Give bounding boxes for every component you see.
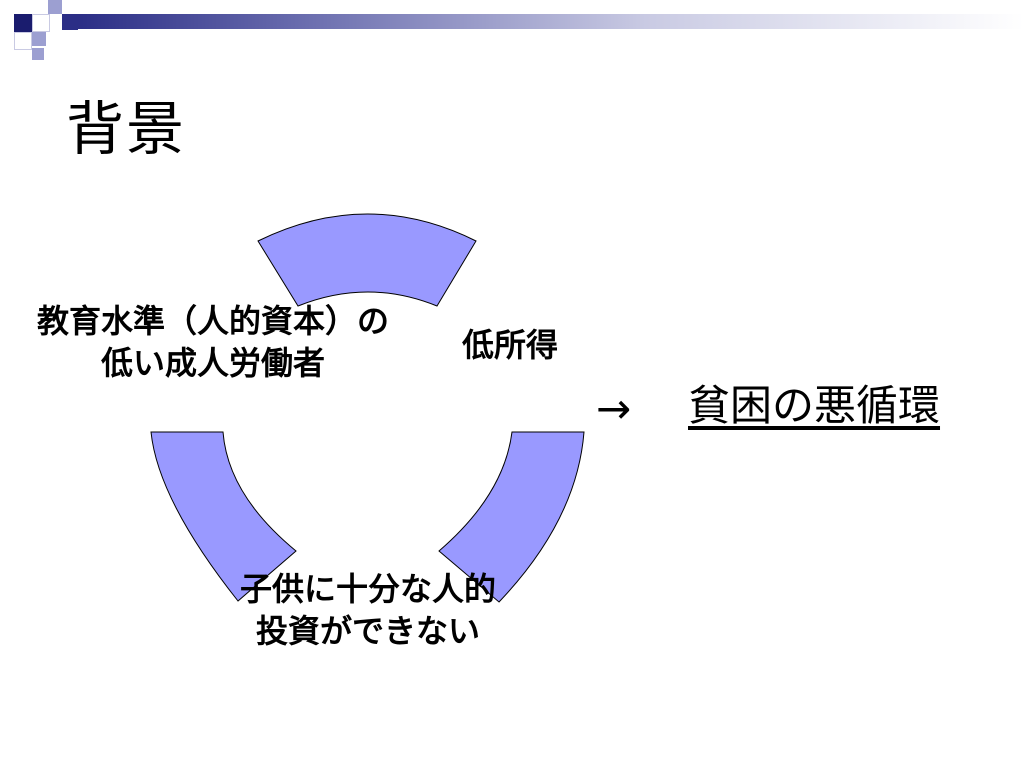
header-square — [32, 32, 46, 46]
cycle-node-investment-line: 子供に十分な人的 — [239, 570, 496, 608]
arrow-icon: → — [596, 384, 632, 433]
header-square — [32, 48, 44, 60]
cycle-segment-top — [257, 213, 477, 307]
cycle-segment-left — [150, 431, 297, 602]
cycle-node-education-line: 教育水準（人的資本）の — [36, 302, 389, 340]
header-square — [14, 14, 32, 32]
cycle-node-income: 低所得 — [462, 326, 559, 364]
header-bar — [78, 14, 1024, 29]
header-square — [62, 14, 78, 30]
conclusion-text: 貧困の悪循環 — [688, 381, 941, 430]
cycle-node-education: 教育水準（人的資本）の 低い成人労働者 — [8, 300, 418, 384]
slide-title: 背景 — [66, 95, 187, 163]
header-square — [48, 0, 62, 14]
cycle-node-investment-line: 投資ができない — [255, 612, 480, 650]
header-square — [14, 32, 32, 50]
header-square — [32, 14, 50, 32]
cycle-node-education-line: 低い成人労働者 — [100, 344, 325, 382]
cycle-segment-right — [438, 431, 585, 603]
cycle-node-investment: 子供に十分な人的 投資ができない — [198, 568, 538, 652]
